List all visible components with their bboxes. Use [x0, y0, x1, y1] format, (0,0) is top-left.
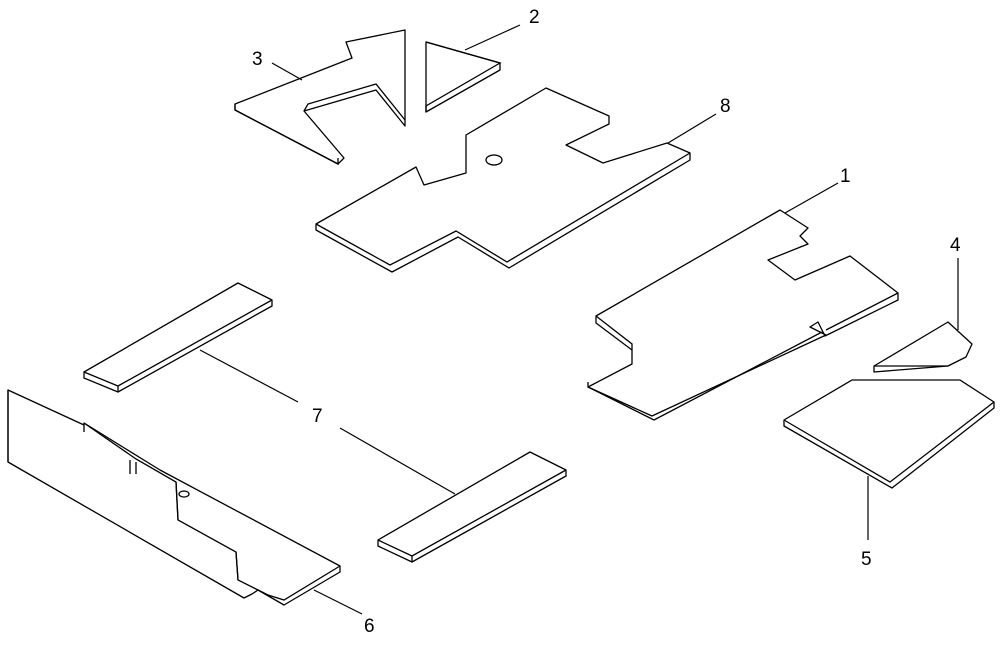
- leader-7-upper: [199, 349, 299, 403]
- part-6-side-panel: [7, 389, 341, 606]
- leader-6: [313, 589, 363, 615]
- part-5-floor-plate: [783, 379, 995, 489]
- callout-8: 8: [720, 96, 731, 117]
- leader-8: [667, 113, 717, 144]
- leader-1: [784, 182, 839, 214]
- part-1-floor-mat: [587, 209, 899, 421]
- part-6-hole: [178, 490, 190, 498]
- part-3-arrow-mat: [234, 29, 406, 166]
- callout-7: 7: [312, 406, 323, 427]
- leader-3: [271, 62, 303, 81]
- part-8-hole: [485, 154, 503, 166]
- callout-1: 1: [840, 166, 851, 187]
- leader-lines: [199, 24, 959, 615]
- callout-6: 6: [364, 616, 375, 637]
- part-8-front-floor-mat: [315, 87, 691, 273]
- callout-2: 2: [529, 7, 540, 28]
- part-7-upper-strip: [83, 282, 273, 393]
- callout-3: 3: [252, 49, 263, 70]
- callout-4: 4: [950, 235, 961, 256]
- part-7-lower-strip: [377, 451, 567, 563]
- part-4-wedge-plate: [873, 321, 973, 373]
- part-2-triangle-mat: [425, 41, 502, 113]
- leader-7-lower: [339, 427, 456, 495]
- leader-2: [464, 24, 521, 51]
- callout-labels: 1 2 3 4 5 6 7 8: [252, 7, 961, 637]
- callout-5: 5: [861, 549, 872, 570]
